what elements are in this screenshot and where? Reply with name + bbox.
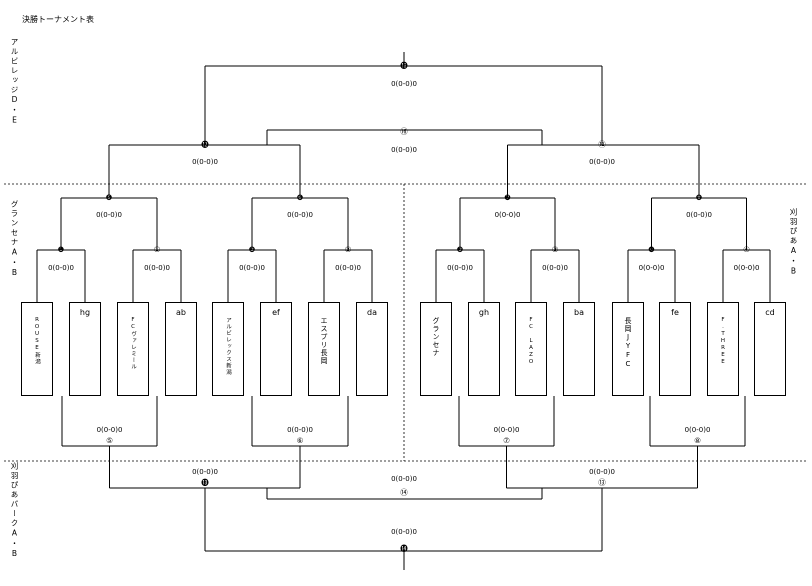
- team-name: エスプリ長岡: [320, 317, 328, 365]
- team-name: ROUSE新潟: [34, 317, 40, 365]
- match-score: 0(0-0)0: [494, 211, 521, 219]
- match-score: 0(0-0)0: [192, 468, 218, 476]
- match-score: 0(0-0)0: [287, 426, 313, 434]
- team-box: エスプリ長岡: [308, 302, 340, 396]
- match-score: 0(0-0)0: [589, 158, 615, 166]
- match-number: ⑭: [400, 488, 408, 497]
- team-box: ROUSE新潟: [21, 302, 53, 396]
- team-box: ba: [563, 302, 595, 396]
- side-label-top-left: アルビレッジD・E: [10, 38, 19, 127]
- team-box: グランセナ: [420, 302, 452, 396]
- team-name: グランセナ: [432, 317, 440, 357]
- team-name: ab: [176, 308, 186, 317]
- match-number: ④: [743, 245, 750, 254]
- match-score: 0(0-0)0: [447, 264, 473, 272]
- team-name: ef: [272, 308, 280, 317]
- match-score: 0(0-0)0: [335, 264, 361, 272]
- match-score: 0(0-0)0: [391, 146, 417, 154]
- match-number: ❹: [648, 245, 655, 254]
- match-score: 0(0-0)0: [96, 426, 123, 434]
- team-box: ab: [165, 302, 197, 396]
- match-score: 0(0-0)0: [48, 264, 74, 272]
- match-number: ⑧: [694, 436, 701, 445]
- match-number: ❼: [504, 193, 511, 202]
- match-number: ②: [344, 245, 352, 254]
- match-score: 0(0-0)0: [638, 264, 665, 272]
- match-number: ⑤: [106, 436, 113, 445]
- team-box: F.THREE: [707, 302, 739, 396]
- match-number: ⓰: [400, 61, 408, 70]
- match-number: ③: [551, 245, 559, 254]
- team-name: hg: [79, 308, 91, 317]
- team-box: FC LAZO: [515, 302, 547, 396]
- match-score: 0(0-0)0: [733, 264, 760, 272]
- side-label-right: 刈羽ぴあA・B: [789, 208, 798, 278]
- team-name: cd: [765, 308, 775, 317]
- match-score: 0(0-0)0: [391, 475, 417, 483]
- match-number: ❻: [296, 193, 304, 202]
- match-number: ⑯: [400, 127, 408, 136]
- side-label-bottom-left: 刈羽ぴあパークA・B: [10, 462, 19, 560]
- team-name: gh: [478, 308, 490, 317]
- match-number: ⓬: [201, 140, 209, 149]
- team-box: gh: [468, 302, 500, 396]
- team-name: fe: [671, 308, 679, 317]
- team-name: ba: [574, 308, 584, 317]
- team-box: hg: [69, 302, 101, 396]
- match-number: ⓭: [201, 478, 209, 487]
- team-name: da: [367, 308, 377, 317]
- match-number: ❷: [248, 245, 256, 254]
- match-number: ⑬: [598, 478, 606, 487]
- match-score: 0(0-0)0: [391, 80, 417, 88]
- match-number: ⑥: [296, 436, 304, 445]
- team-box: FCヴァレミール: [117, 302, 149, 396]
- team-box: da: [356, 302, 388, 396]
- match-number: ❸: [456, 245, 464, 254]
- match-score: 0(0-0)0: [391, 528, 417, 536]
- page-title: 決勝トーナメント表: [22, 15, 94, 24]
- match-score: 0(0-0)0: [192, 158, 218, 166]
- match-score: 0(0-0)0: [287, 211, 313, 219]
- team-name: アルビレックス新潟: [225, 317, 231, 376]
- match-number: ❺: [105, 193, 113, 202]
- match-score: 0(0-0)0: [686, 211, 712, 219]
- team-name: FCヴァレミール: [130, 317, 136, 370]
- team-box: fe: [659, 302, 691, 396]
- match-score: 0(0-0)0: [144, 264, 170, 272]
- match-number: ❽: [695, 193, 703, 202]
- match-number: ⑦: [503, 436, 510, 445]
- match-score: 0(0-0)0: [96, 211, 122, 219]
- side-label-left: グランセナA・B: [10, 200, 19, 279]
- team-box: 長岡JYFC: [612, 302, 644, 396]
- match-number: ⓮: [400, 544, 408, 553]
- match-number: ❶: [57, 245, 65, 254]
- match-score: 0(0-0)0: [239, 264, 265, 272]
- match-number: ⑫: [598, 140, 606, 149]
- team-name: FC LAZO: [528, 317, 534, 366]
- match-score: 0(0-0)0: [542, 264, 568, 272]
- team-box: アルビレックス新潟: [212, 302, 244, 396]
- match-score: 0(0-0)0: [684, 426, 711, 434]
- team-box: ef: [260, 302, 292, 396]
- match-number: ①: [153, 245, 161, 254]
- match-score: 0(0-0)0: [589, 468, 615, 476]
- team-name: F.THREE: [720, 317, 726, 366]
- team-box: cd: [754, 302, 786, 396]
- match-score: 0(0-0)0: [493, 426, 520, 434]
- team-name: 長岡JYFC: [624, 317, 632, 369]
